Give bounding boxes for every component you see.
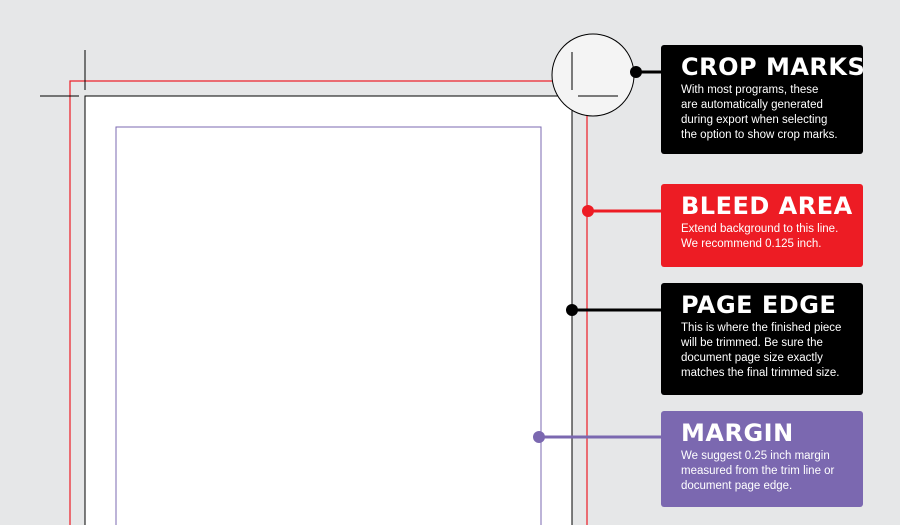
callout-crop-marks: CROP MARKS With most programs, these are…	[661, 45, 866, 154]
callout-description: We suggest 0.25 inch margin measured fro…	[681, 449, 851, 494]
callout-bleed-area: BLEED AREA Extend background to this lin…	[661, 184, 863, 267]
description-line: the option to show crop marks.	[681, 129, 838, 141]
connector-dot-bleed-area	[582, 205, 594, 217]
description-line: We suggest 0.25 inch margin	[681, 450, 830, 462]
callout-description: With most programs, these are automatica…	[681, 83, 851, 143]
callout-margin: MARGIN We suggest 0.25 inch margin measu…	[661, 411, 863, 507]
description-line: This is where the finished piece	[681, 322, 842, 334]
description-line: We recommend 0.125 inch.	[681, 238, 822, 250]
description-line: matches the final trimmed size.	[681, 367, 840, 379]
margin-line	[115, 126, 542, 525]
callout-title: PAGE EDGE	[681, 291, 837, 319]
description-line: document page size exactly	[681, 352, 823, 364]
description-line: Extend background to this line.	[681, 223, 839, 235]
callout-page-edge: PAGE EDGE This is where the finished pie…	[661, 283, 863, 395]
callout-description: This is where the finished piece will be…	[681, 321, 851, 381]
description-line: will be trimmed. Be sure the	[681, 337, 823, 349]
description-line: measured from the trim line or	[681, 465, 835, 477]
callout-title: CROP MARKS	[681, 53, 866, 81]
callout-title: BLEED AREA	[681, 192, 853, 220]
connector-dot-margin	[533, 431, 545, 443]
magnifier-circle	[551, 33, 635, 117]
description-line: during export when selecting	[681, 114, 828, 126]
callout-title: MARGIN	[681, 419, 794, 447]
description-line: With most programs, these	[681, 84, 819, 96]
callout-description: Extend background to this line. We recom…	[681, 222, 851, 252]
page-area	[84, 95, 573, 525]
connector-dot-crop-marks	[630, 66, 642, 78]
description-line: are automatically generated	[681, 99, 823, 111]
connector-dot-page-edge	[566, 304, 578, 316]
description-line: document page edge.	[681, 480, 793, 492]
bleed-line	[69, 80, 588, 525]
